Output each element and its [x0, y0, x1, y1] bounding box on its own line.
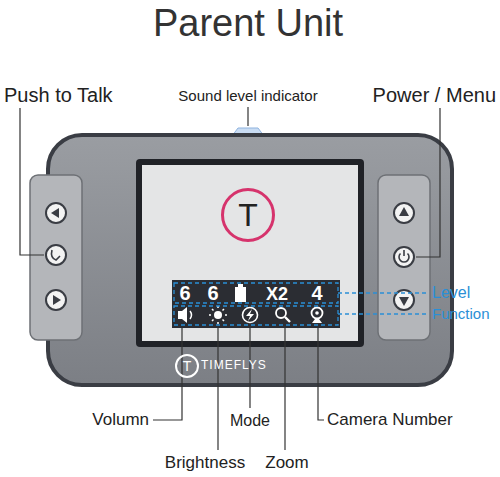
- screen-logo-circle: T: [221, 188, 275, 242]
- function-icons: [243, 308, 258, 323]
- screen: [142, 165, 358, 341]
- leader-lines: [247, 107, 248, 126]
- function-icons: [312, 308, 323, 319]
- dashed-callouts: [338, 313, 428, 314]
- buttons: [394, 247, 414, 267]
- buttons: [46, 290, 66, 310]
- level-value: 4: [311, 282, 322, 305]
- leader-lines: [416, 108, 440, 257]
- status-bar: [172, 280, 340, 328]
- brand-logo-circle: T: [175, 354, 199, 378]
- function-icons: [312, 319, 322, 323]
- node-text: T: [238, 199, 258, 231]
- function-icons: [209, 306, 227, 324]
- brand-name: TIMEFLYS: [201, 359, 267, 373]
- callout-label: Level: [432, 284, 470, 302]
- leader-lines: [153, 328, 182, 420]
- function-icons: [246, 309, 254, 321]
- button-symbols: [53, 295, 61, 305]
- function-icons: [276, 308, 286, 318]
- function-icons: [285, 317, 290, 322]
- callout-label: Camera Number: [327, 410, 453, 430]
- function-icons: [178, 306, 323, 324]
- left-panel: [30, 175, 82, 340]
- leader-lines: [20, 108, 44, 255]
- callout-label: Zoom: [265, 453, 308, 473]
- leader-lines: [284, 328, 285, 450]
- function-icons: [315, 311, 319, 315]
- callout-label: Volumn: [92, 410, 149, 430]
- button-symbols: [399, 297, 409, 306]
- callout-label: Brightness: [165, 453, 245, 473]
- leader-lines: [20, 107, 440, 450]
- button-symbols: [399, 207, 409, 216]
- function-icons: [178, 307, 187, 323]
- buttons: [46, 245, 66, 265]
- screen-bezel: [136, 159, 364, 347]
- battery-tip: [238, 284, 243, 287]
- level-value: 6: [207, 282, 218, 305]
- buttons: [46, 203, 66, 223]
- leader-lines: [318, 328, 324, 420]
- leader-lines: [217, 328, 218, 450]
- power-symbol: [399, 250, 409, 262]
- talk-symbol: [52, 250, 61, 260]
- function-icons: [214, 311, 222, 319]
- battery-icon: [235, 287, 246, 302]
- node-text: T: [183, 359, 192, 373]
- dashed-callouts: [174, 306, 338, 325]
- buttons: [394, 203, 414, 223]
- dashed-callouts: [338, 292, 428, 293]
- callout-label: Push to Talk: [4, 84, 113, 107]
- level-value: X2: [266, 284, 288, 305]
- button-symbols: [51, 208, 59, 218]
- callout-label: Sound level indicator: [178, 87, 317, 104]
- function-icons: [190, 311, 192, 319]
- title: Parent Unit: [153, 2, 343, 46]
- callout-label: Power / Menu: [373, 84, 496, 107]
- level-value: 6: [179, 282, 190, 305]
- callout-label: Function: [432, 305, 490, 322]
- callout-label: Mode: [230, 412, 270, 430]
